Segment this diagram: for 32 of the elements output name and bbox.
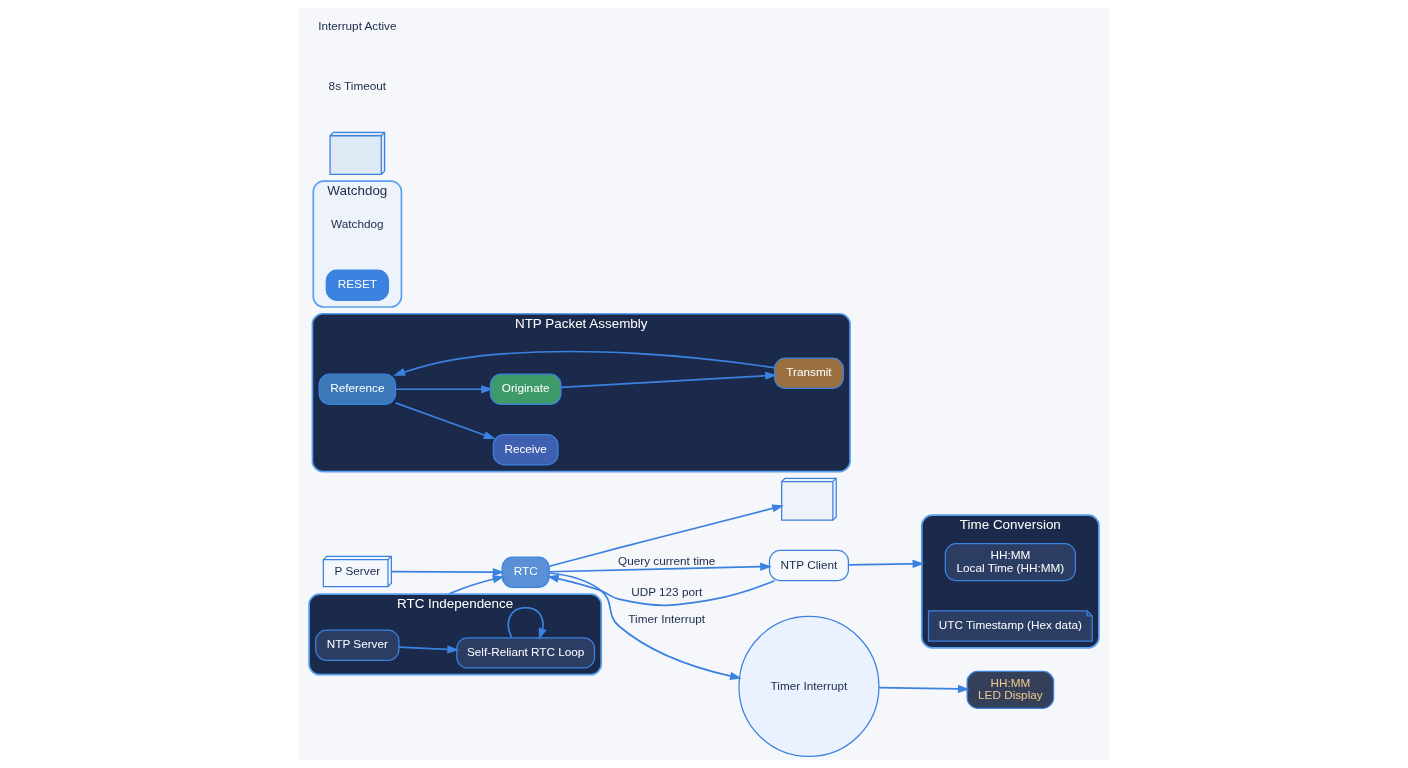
arrow xyxy=(878,684,970,694)
node-box: HH:MM LED Display xyxy=(966,670,1055,709)
arrow xyxy=(548,562,772,573)
node-box: Reference xyxy=(318,373,397,405)
arrow xyxy=(393,350,776,376)
arrow xyxy=(548,504,784,568)
arrow xyxy=(546,574,776,607)
node-box: Originate xyxy=(489,373,562,405)
arrow xyxy=(507,606,547,640)
node-box: Transmit xyxy=(773,357,844,390)
node-box: NTP Server xyxy=(315,629,400,662)
node-box: RESET xyxy=(325,269,390,301)
label: 8s Timeout xyxy=(328,79,387,93)
arrow xyxy=(390,568,505,577)
edge-label: Timer Interrupt xyxy=(628,611,706,625)
arrow xyxy=(548,572,742,681)
arrow xyxy=(394,402,496,440)
node-box: RTC xyxy=(501,556,550,588)
node-box: Self-Reliant RTC Loop xyxy=(456,637,596,669)
node-box: Receive xyxy=(492,433,559,466)
arrow xyxy=(394,385,493,394)
edge-label: UDP 123 port xyxy=(631,584,703,598)
label: Interrupt Active xyxy=(318,18,397,32)
node-label: Watchdog xyxy=(331,216,384,230)
edge-label: Query current time xyxy=(618,553,716,567)
node-box: NTP Client xyxy=(768,549,849,582)
arrow xyxy=(847,559,925,568)
arrow xyxy=(448,575,505,595)
arrow xyxy=(398,645,460,654)
arrow xyxy=(560,371,777,389)
node-box: HH:MM Local Time (HH:MM) xyxy=(944,543,1077,582)
node-circle: Timer Interrupt xyxy=(738,615,880,758)
